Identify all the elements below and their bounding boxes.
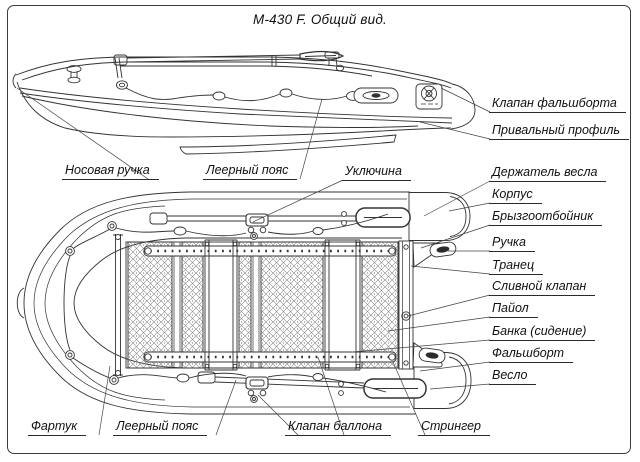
top-view-drawing — [16, 191, 472, 415]
label-apron: Фартук — [28, 419, 87, 437]
side-view-drawing — [12, 50, 476, 155]
label-drain-valve: Сливной клапан — [489, 279, 596, 297]
leader-lines — [16, 87, 491, 436]
label-bulwark: Фальшборт — [489, 346, 574, 364]
label-oar-holder: Держатель весла — [489, 165, 607, 183]
label-splash-guard: Брызгоотбойник — [489, 209, 603, 227]
label-grab-rope-bottom: Леерный пояс — [113, 419, 208, 437]
label-tube-valve: Клапан баллона — [285, 419, 392, 437]
label-oar: Весло — [489, 368, 537, 386]
label-grab-rope-side: Леерный пояс — [203, 163, 298, 181]
label-bow-handle: Носовая ручка — [62, 163, 159, 181]
label-seat: Банка (сидение) — [489, 324, 596, 342]
label-stringer: Стрингер — [418, 419, 491, 437]
label-bulwark-valve: Клапан фальшборта — [489, 96, 626, 114]
diagram-border — [7, 5, 631, 454]
label-transom: Транец — [489, 258, 544, 276]
label-rub-rail: Привальный профиль — [489, 123, 629, 141]
diagram-title: М-430 F. Общий вид. — [253, 12, 387, 27]
label-floorboard: Пайол — [489, 301, 538, 319]
label-hull: Корпус — [489, 187, 542, 205]
label-handle: Ручка — [489, 235, 535, 253]
label-oarlock: Уключина — [342, 164, 411, 182]
